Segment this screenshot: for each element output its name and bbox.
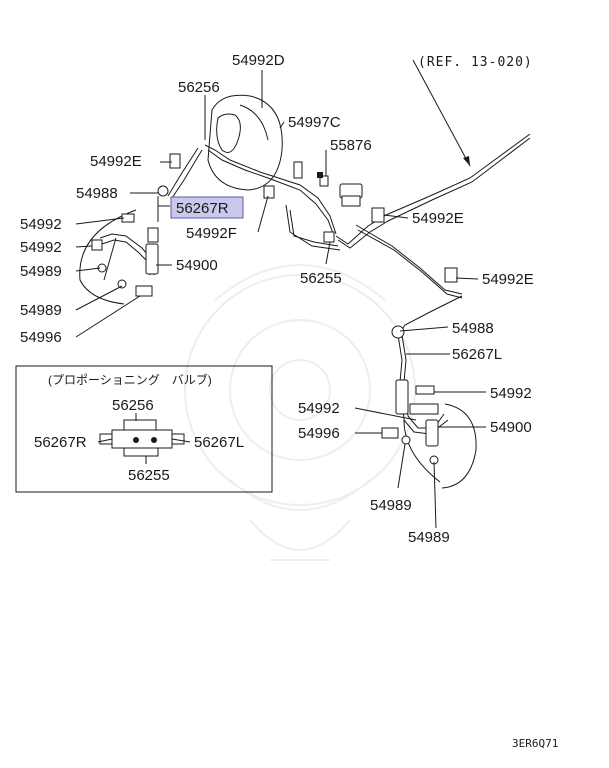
label-56255-top: 56255 <box>300 270 342 287</box>
label-54992D: 54992D <box>232 52 285 69</box>
inset-title: (プロポーショニング バルブ) <box>48 372 212 387</box>
label-54992F: 54992F <box>186 225 237 242</box>
label-56267L: 56267L <box>452 346 502 363</box>
backing-plate-left <box>79 209 137 305</box>
label-54992-left-2: 54992 <box>20 239 62 256</box>
label-54900-right: 54900 <box>490 419 532 436</box>
label-54992E-c: 54992E <box>482 271 534 288</box>
master-cylinder <box>207 94 283 191</box>
brake-pipes <box>157 133 531 383</box>
label-54996-right: 54996 <box>298 425 340 442</box>
label-54988-left: 54988 <box>76 185 118 202</box>
label-54900-left: 54900 <box>176 257 218 274</box>
label-54989-right-1: 54989 <box>370 497 412 514</box>
inset-label-56256: 56256 <box>112 397 154 414</box>
ref-pointer: (REF. 13-020) <box>412 55 533 167</box>
label-54992-left-1: 54992 <box>20 216 62 233</box>
label-54997C: 54997C <box>288 114 341 131</box>
hose-left <box>99 227 159 281</box>
label-56267R: 56267R <box>176 200 229 217</box>
callout-labels: 54992D 56256 54997C 54992E 55876 54988 5… <box>20 52 534 546</box>
label-54992-right-2: 54992 <box>298 400 340 417</box>
label-54989-right-2: 54989 <box>408 529 450 546</box>
label-56256-top: 56256 <box>178 79 220 96</box>
highlight-56267R <box>170 196 244 219</box>
inset-label-56267R: 56267R <box>34 434 87 451</box>
label-54992E-a: 54992E <box>90 153 142 170</box>
backing-plate-right <box>441 403 477 489</box>
label-54996-left: 54996 <box>20 329 62 346</box>
label-54988-right: 54988 <box>452 320 494 337</box>
label-54989-left-2: 54989 <box>20 302 62 319</box>
components <box>91 153 458 465</box>
label-54989-left-1: 54989 <box>20 263 62 280</box>
ref-label: (REF. 13-020) <box>418 55 533 70</box>
label-54992E-b: 54992E <box>412 210 464 227</box>
label-54992-right-1: 54992 <box>490 385 532 402</box>
inset-proportioning-valve: (プロポーショニング バルブ) 56256 56267R 56267L 5625… <box>15 365 273 493</box>
hose-right <box>395 379 449 447</box>
label-55876: 55876 <box>330 137 372 154</box>
diagram-code: 3ER6Q71 <box>512 737 558 750</box>
inset-label-56267L: 56267L <box>194 434 244 451</box>
inset-label-56255: 56255 <box>128 467 170 484</box>
leader-lines <box>75 70 486 529</box>
